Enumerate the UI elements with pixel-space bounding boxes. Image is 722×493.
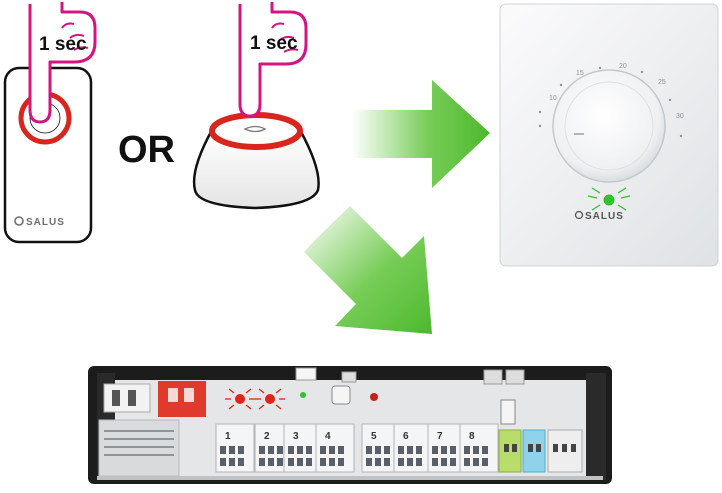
zone-label: 5 xyxy=(371,431,377,442)
press-duration-label-right: 1 sec xyxy=(250,33,298,54)
led-red-icon-2 xyxy=(255,388,285,410)
press-duration-label-left: 1 sec xyxy=(39,34,87,55)
zone-label: 1 xyxy=(225,431,231,442)
zone-label: 4 xyxy=(325,431,331,442)
remote-brand-label: SALUS xyxy=(26,217,65,228)
dial-mark: 25 xyxy=(658,79,666,86)
led-green-small-icon xyxy=(300,392,306,398)
zone-label: 7 xyxy=(437,431,443,442)
thermostat-device: 10 15 20 25 30 SALUS xyxy=(499,3,719,267)
arrow-down-right-icon xyxy=(304,206,432,334)
led-green-icon xyxy=(587,187,631,211)
thermostat-logo-icon xyxy=(574,210,584,220)
hand-pointer-icon-right: 1 sec xyxy=(238,2,308,118)
hand-pointer-icon-left: 1 sec xyxy=(28,2,97,124)
zone-terminal-4: 4 xyxy=(315,423,355,473)
gateway-logo-icon xyxy=(243,125,267,133)
dial-mark: 15 xyxy=(576,70,584,77)
zone-terminals: 1 2 3 4 5 xyxy=(215,423,499,473)
wiring-centre-device: 1 2 3 4 5 xyxy=(88,366,612,484)
dial-scale: 10 15 20 25 30 xyxy=(538,63,684,138)
thermostat-dial xyxy=(552,69,666,183)
zone-terminal-1: 1 xyxy=(215,423,255,473)
zone-label: 3 xyxy=(293,431,299,442)
power-led-icon xyxy=(370,393,378,401)
thermostat-brand-label: SALUS xyxy=(585,211,624,222)
blue-connector xyxy=(522,429,546,473)
green-connector xyxy=(498,429,522,473)
zone-terminal-6: 6 xyxy=(393,423,433,473)
zone-label: 8 xyxy=(469,431,475,442)
arrow-right-icon xyxy=(352,80,490,188)
red-terminal-panel xyxy=(158,381,206,417)
or-separator-label: OR xyxy=(118,129,175,171)
salus-logo-icon xyxy=(14,216,24,226)
dial-mark: 30 xyxy=(676,113,684,120)
led-red-icon-1 xyxy=(225,388,255,410)
zone-terminal-8: 8 xyxy=(459,423,499,473)
dial-mark: 10 xyxy=(549,95,557,102)
gateway-device xyxy=(192,112,320,210)
zone-label: 6 xyxy=(403,431,409,442)
dial-mark: 20 xyxy=(619,63,627,70)
zone-label: 2 xyxy=(264,431,270,442)
